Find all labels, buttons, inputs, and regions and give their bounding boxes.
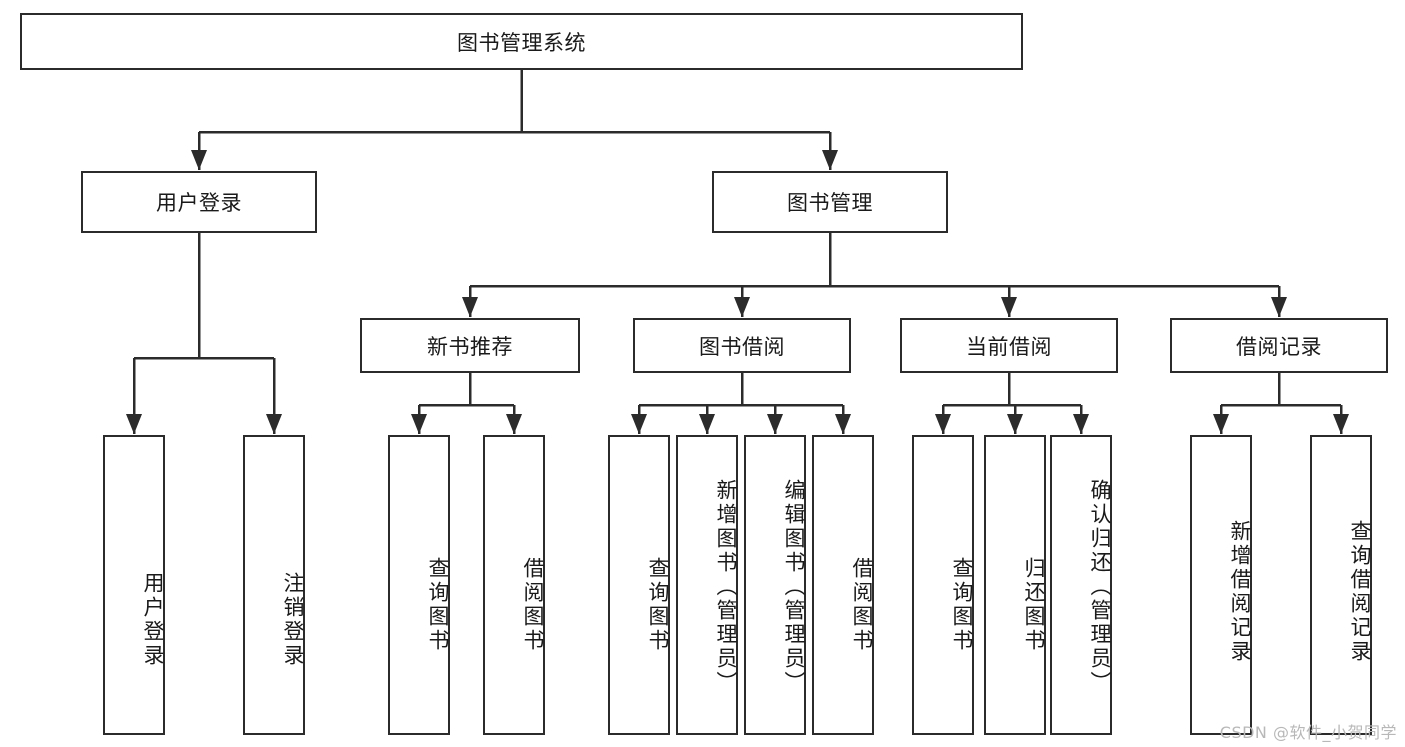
node-label: 图书管理系统 <box>457 30 586 55</box>
node-leaf-br-edit[interactable]: 编辑图书（管理员） <box>744 435 806 735</box>
node-leaf-new-query[interactable]: 查询图书 <box>388 435 450 735</box>
node-label: 图书借阅 <box>699 334 785 359</box>
node-bookmgmt[interactable]: 图书管理 <box>712 171 948 233</box>
node-leaf-cur-confirm[interactable]: 确认归还（管理员） <box>1050 435 1112 735</box>
node-label: 借阅图书 <box>521 557 545 653</box>
node-login[interactable]: 用户登录 <box>81 171 317 233</box>
node-leaf-new-borrow[interactable]: 借阅图书 <box>483 435 545 735</box>
node-leaf-cur-query[interactable]: 查询图书 <box>912 435 974 735</box>
node-label: 查询图书 <box>426 557 450 653</box>
watermark: CSDN @软件_小贺同学 <box>1219 723 1397 742</box>
node-newbook[interactable]: 新书推荐 <box>360 318 580 373</box>
node-leaf-cur-return[interactable]: 归还图书 <box>984 435 1046 735</box>
node-label: 借阅记录 <box>1236 334 1322 359</box>
node-records[interactable]: 借阅记录 <box>1170 318 1388 373</box>
node-label: 新书推荐 <box>427 334 513 359</box>
node-label: 查询图书 <box>950 557 974 653</box>
node-leaf-user-logout[interactable]: 注销登录 <box>243 435 305 735</box>
node-label: 当前借阅 <box>966 334 1052 359</box>
node-label: 确认归还（管理员） <box>1088 479 1112 695</box>
node-label: 借阅图书 <box>850 557 874 653</box>
node-leaf-br-query[interactable]: 查询图书 <box>608 435 670 735</box>
node-leaf-user-login[interactable]: 用户登录 <box>103 435 165 735</box>
node-label: 新增图书（管理员） <box>714 479 738 695</box>
node-current[interactable]: 当前借阅 <box>900 318 1118 373</box>
node-label: 用户登录 <box>141 572 165 668</box>
node-label: 查询借阅记录 <box>1348 520 1372 664</box>
node-label: 注销登录 <box>281 572 305 668</box>
node-label: 编辑图书（管理员） <box>782 479 806 695</box>
node-label: 图书管理 <box>787 191 873 215</box>
node-label: 新增借阅记录 <box>1228 520 1252 664</box>
node-leaf-br-borrow[interactable]: 借阅图书 <box>812 435 874 735</box>
node-leaf-rec-add[interactable]: 新增借阅记录 <box>1190 435 1252 735</box>
node-leaf-rec-query[interactable]: 查询借阅记录 <box>1310 435 1372 735</box>
node-label: 查询图书 <box>646 557 670 653</box>
node-label: 用户登录 <box>156 191 242 215</box>
node-leaf-br-add[interactable]: 新增图书（管理员） <box>676 435 738 735</box>
node-label: 归还图书 <box>1022 557 1046 653</box>
node-borrow[interactable]: 图书借阅 <box>633 318 851 373</box>
node-root[interactable]: 图书管理系统 <box>20 13 1023 70</box>
